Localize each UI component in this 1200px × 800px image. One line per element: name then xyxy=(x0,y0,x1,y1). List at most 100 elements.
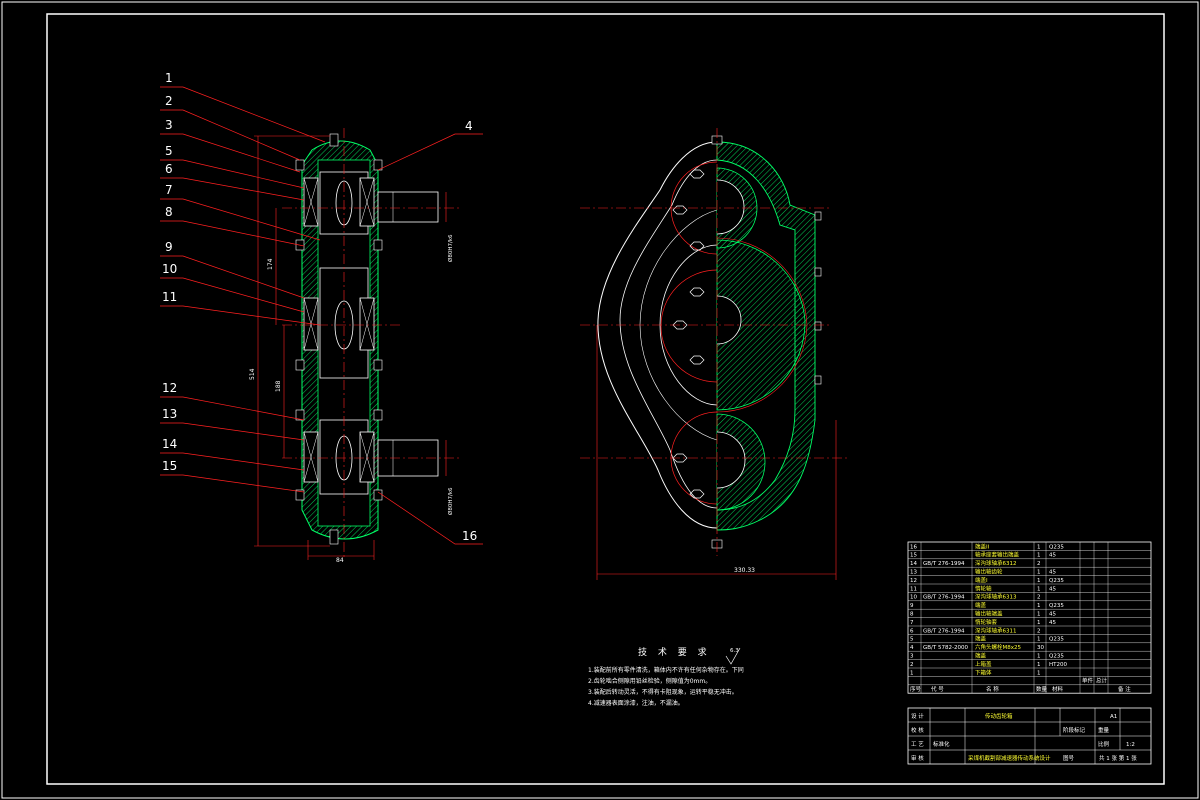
part-label: 15 xyxy=(162,459,177,473)
parts-list-cell: 15 xyxy=(910,553,917,559)
leader-lines xyxy=(160,86,483,545)
part-label: 13 xyxy=(162,407,177,421)
parts-list-cell: 2 xyxy=(1037,595,1041,601)
parts-list-cell: 13 xyxy=(910,570,917,576)
parts-list-cell: 1 xyxy=(1037,637,1041,643)
parts-list-cell: 1 xyxy=(1037,570,1041,576)
tech-req-item: 1.装配前所有零件清洗，箱体内不许有任何杂物存在。下同 xyxy=(588,666,744,674)
parts-list-header: 材料 xyxy=(1052,685,1064,693)
parts-list-cell: 9 xyxy=(910,603,914,609)
parts-list-cell: 4 xyxy=(910,645,914,651)
shaft-note-lower: Ø80H7/k6 xyxy=(447,487,454,515)
parts-list-header: 单件 xyxy=(1082,677,1094,685)
parts-list-cell: Q235 xyxy=(1049,603,1064,609)
roughness-symbol xyxy=(725,647,741,665)
parts-list-cell: GB/T 276-1994 xyxy=(923,595,965,601)
part-label: 7 xyxy=(165,183,173,197)
parts-list-cell: 1 xyxy=(1037,578,1041,584)
dim-lower-span: 188 xyxy=(275,380,282,392)
part-label: 9 xyxy=(165,240,173,254)
parts-list-cell: Q235 xyxy=(1049,637,1064,643)
part-label: 5 xyxy=(165,144,173,158)
parts-list-cell: 1 xyxy=(1037,553,1041,559)
parts-list-cell: 12 xyxy=(910,578,917,584)
standard-label: 标准化 xyxy=(933,740,950,748)
parts-list-cell: 5 xyxy=(910,637,914,643)
dim-mid-span: 174 xyxy=(267,258,274,270)
tech-req-item: 2.齿轮啮合侧隙用铅丝检验，侧隙值为0mm。 xyxy=(588,677,711,685)
part-label: 2 xyxy=(165,94,173,108)
drawing-name: 传动齿轮箱 xyxy=(985,712,1013,720)
dim-width-bottom: 84 xyxy=(336,557,344,564)
parts-list-cell: 10 xyxy=(910,595,917,601)
front-view xyxy=(580,128,850,556)
technical-requirements: 技 术 要 求 1.装配前所有零件清洗，箱体内不许有任何杂物存在。下同 2.齿轮… xyxy=(588,646,744,707)
part-label: 6 xyxy=(165,162,173,176)
parts-list-cell: GB/T 276-1994 xyxy=(923,561,965,567)
parts-list-cell: 2 xyxy=(1037,628,1041,634)
part-label: 3 xyxy=(165,118,173,132)
parts-list-cell: 下箱体 xyxy=(975,668,992,676)
parts-list-cell: 输出轴齿轮 xyxy=(975,568,1003,576)
parts-list-cell: 1 xyxy=(910,670,914,676)
parts-list-cell: 深沟球轴承6311 xyxy=(975,626,1017,634)
parts-list-cell: 11 xyxy=(910,586,917,592)
sheet-number: 共 1 张 第 1 张 xyxy=(1099,754,1137,762)
parts-list-cell: 1 xyxy=(1037,670,1041,676)
parts-list-header: 代 号 xyxy=(931,685,944,693)
part-label: 4 xyxy=(465,119,473,133)
parts-list-cell: Q235 xyxy=(1049,578,1064,584)
parts-list-cell: GB/T 276-1994 xyxy=(923,628,965,634)
parts-list-cell: 7 xyxy=(910,620,914,626)
parts-list-cell: 8 xyxy=(910,612,914,618)
front-dimensions xyxy=(596,325,837,580)
sheet-size: A1 xyxy=(1110,714,1117,720)
parts-list-cell: 1 xyxy=(1037,586,1041,592)
title-block: 设 计 校 核 工 艺 审 核 传动齿轮箱 A1 阶段标记 重量 比例 1:2 … xyxy=(907,707,1152,765)
part-label: 1 xyxy=(165,71,173,85)
parts-list-header: 总计 xyxy=(1096,677,1108,685)
part-label: 8 xyxy=(165,205,173,219)
parts-list-cell: 深沟球轴承6313 xyxy=(975,593,1017,601)
parts-list-header: 名 称 xyxy=(986,685,999,693)
weight-label: 重量 xyxy=(1098,726,1110,734)
parts-list-cell: GB/T 5782-2000 xyxy=(923,645,968,651)
parts-list-cell: 端盖I xyxy=(975,576,988,584)
section-dimensions xyxy=(254,135,447,560)
dim-side-width: 330.33 xyxy=(734,567,755,574)
parts-list-cell: 6 xyxy=(910,628,914,634)
part-label: 14 xyxy=(162,437,177,451)
parts-list-cell: 14 xyxy=(910,561,917,567)
checker-label: 校 核 xyxy=(911,726,924,734)
tech-req-item: 3.装配后转动灵活，不得有卡阻现象，运转平稳无冲击。 xyxy=(588,688,738,696)
parts-list-cell: 1 xyxy=(1037,612,1041,618)
designer-label: 设 计 xyxy=(911,712,924,720)
stage-label: 阶段标记 xyxy=(1063,726,1086,734)
scale-value: 1:2 xyxy=(1126,742,1135,748)
parts-list-cell: 深沟球轴承6312 xyxy=(975,559,1017,567)
parts-list-cell: 30 xyxy=(1037,645,1044,651)
parts-list-cell: HT200 xyxy=(1049,662,1067,668)
parts-list-cell: 端盖II xyxy=(975,542,990,550)
parts-list-cell: 2 xyxy=(910,662,914,668)
parts-list-cell: 1 xyxy=(1037,603,1041,609)
part-label: 10 xyxy=(162,262,177,276)
parts-list-cell: 3 xyxy=(910,654,914,660)
parts-list-cell: 输出轴端盖 xyxy=(975,610,1003,618)
parts-list-cell: 45 xyxy=(1049,586,1056,592)
parts-list-cell: 45 xyxy=(1049,570,1056,576)
doc-code-label: 图号 xyxy=(1063,754,1075,762)
parts-list-cell: 端盖 xyxy=(975,601,987,609)
parts-list-cell: 端盖 xyxy=(975,635,987,643)
parts-list-header: 备 注 xyxy=(1118,685,1131,693)
parts-list-cell: 上箱盖 xyxy=(975,660,992,668)
part-label: 12 xyxy=(162,381,177,395)
parts-list-cell: Q235 xyxy=(1049,544,1064,550)
parts-list-cell: 16 xyxy=(910,544,917,550)
parts-list-cell: 六角头螺栓M8x25 xyxy=(975,643,1021,651)
parts-list-cell: 1 xyxy=(1037,654,1041,660)
part-labels: 1 2 3 4 5 6 7 8 9 10 11 12 13 14 15 16 xyxy=(162,71,477,543)
